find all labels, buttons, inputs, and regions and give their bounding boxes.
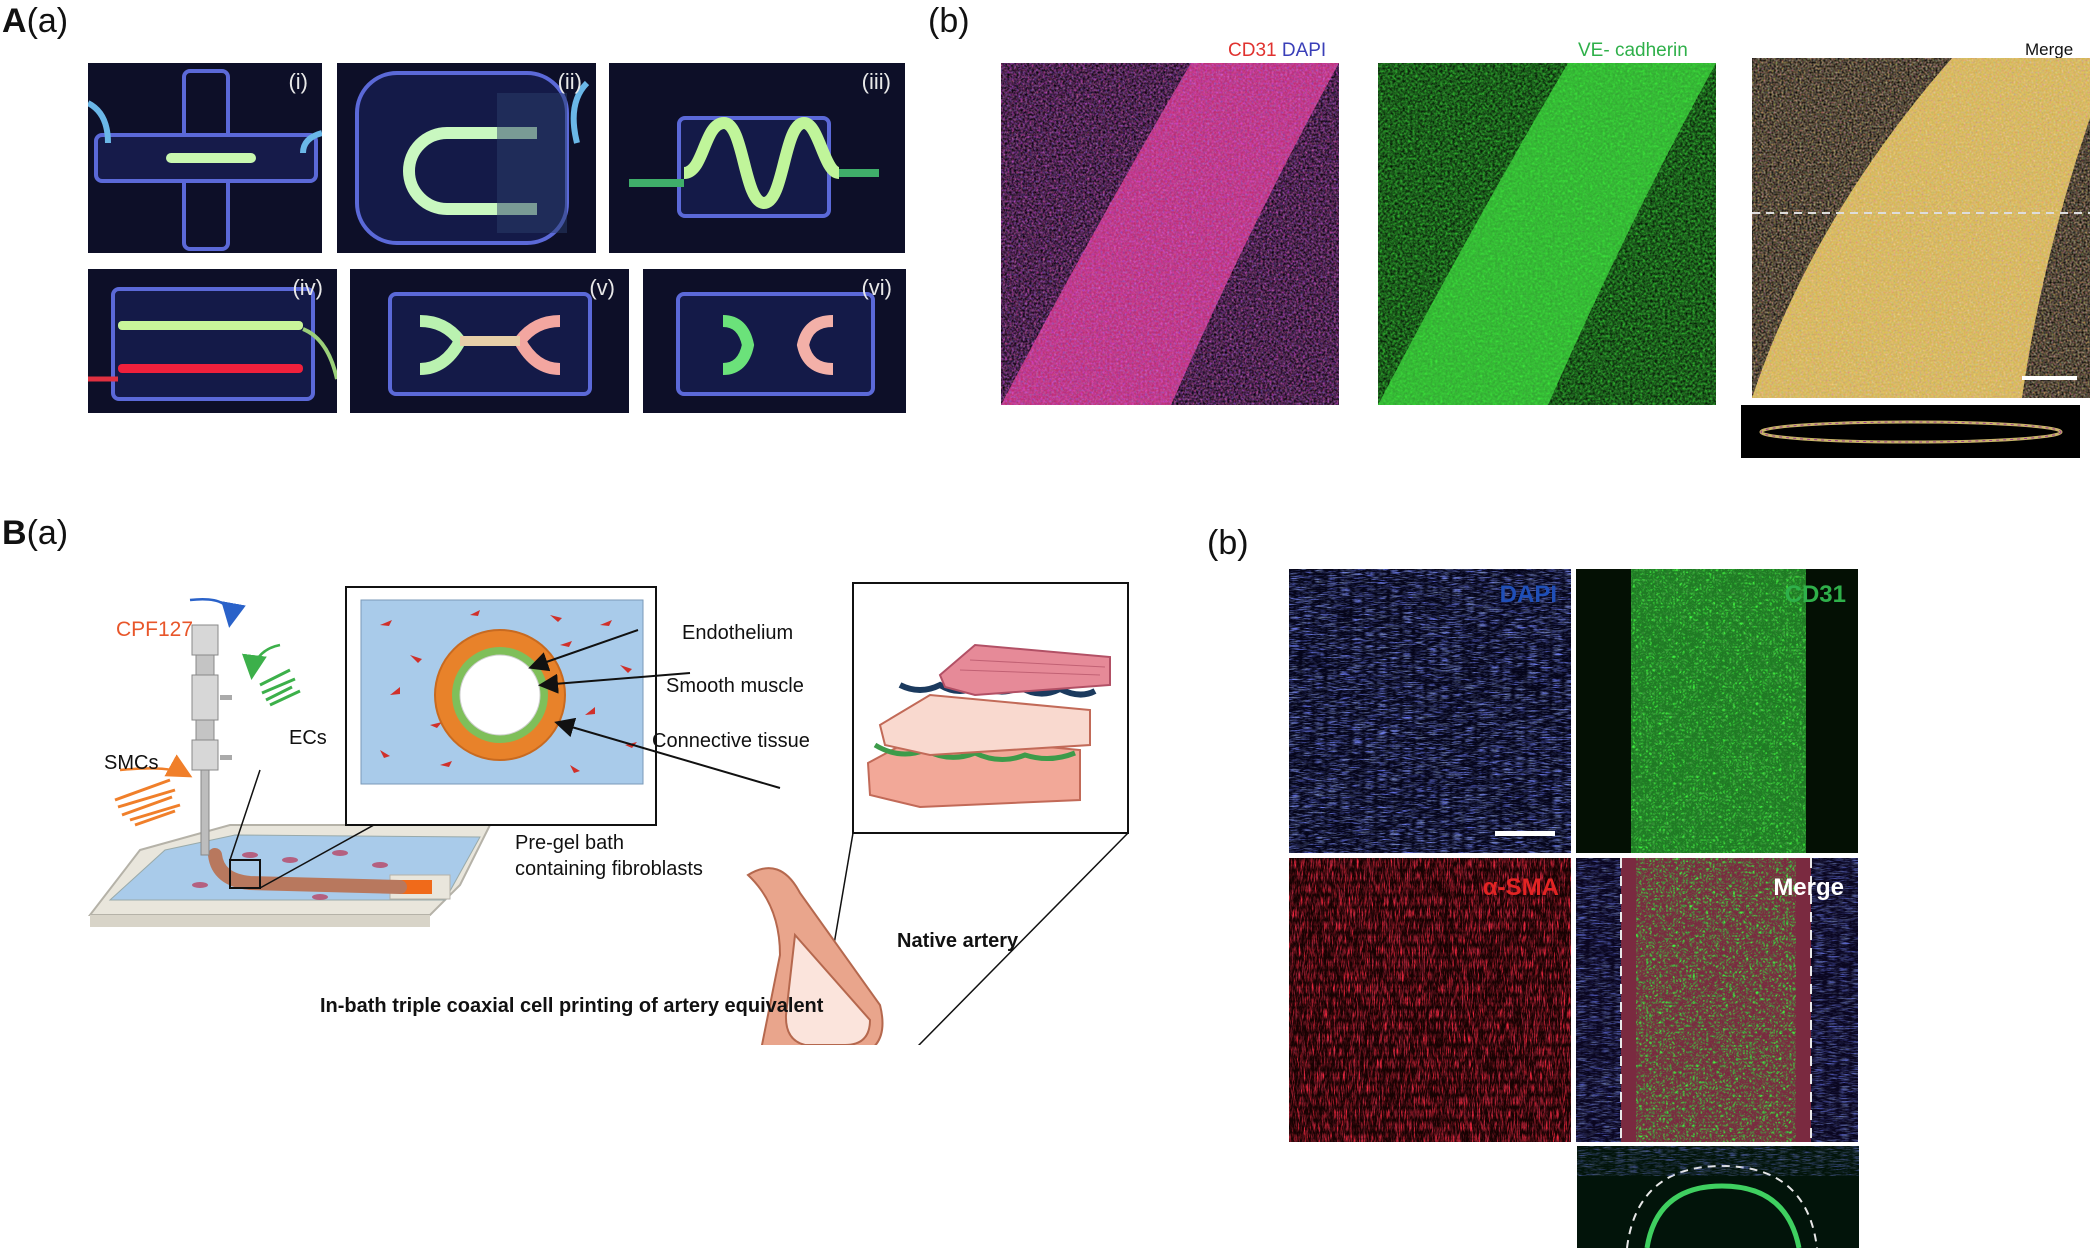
smc-cells-icon [114, 778, 181, 827]
device-photo-ii: (ii) [337, 63, 596, 253]
micrograph-merge-b: Merge [1576, 858, 1858, 1142]
panel-a-b-sublabel: (b) [928, 2, 970, 40]
channel-label-ve-cadherin: VE- cadherin [1578, 40, 1688, 61]
micrograph-merge [1752, 58, 2090, 398]
subpanel-label: (iii) [861, 69, 891, 94]
subpanel-label: (ii) [557, 69, 582, 94]
panel-b-label: B(a) [2, 514, 69, 552]
micrograph-cd31-dapi [1001, 63, 1339, 405]
channel-label-cd31-dapi: CD31 DAPI [1228, 40, 1327, 61]
subpanel-label: (v) [589, 275, 615, 300]
micrograph-dapi: DAPI [1289, 569, 1571, 853]
coaxial-nozzle [191, 624, 232, 856]
label-smooth-muscle: Smooth muscle [666, 675, 804, 697]
printing-schematic [87, 582, 1129, 1045]
micrograph-alpha-sma: α-SMA [1289, 858, 1571, 1142]
subpanel-label: (iv) [292, 275, 323, 300]
panel-a-label: A(a) [2, 2, 69, 40]
scale-bar [2022, 376, 2077, 380]
label-ecs: ECs [289, 727, 327, 749]
native-artery-illustration [746, 867, 884, 1045]
device-photo-v: (v) [350, 269, 629, 413]
subpanel-label: (vi) [861, 275, 892, 300]
device-photo-iii: (iii) [609, 63, 905, 253]
label-connective-tissue: Connective tissue [652, 730, 810, 752]
label-pre-gel-bath: Pre-gel bath containing fibroblasts [515, 832, 703, 880]
device-photo-vi: (vi) [643, 269, 906, 413]
micrograph-merge-cross-section-b [1577, 1146, 1859, 1248]
label-smcs: SMCs [104, 752, 159, 774]
device-photo-iv: (iv) [88, 269, 337, 413]
channel-label-merge: Merge [2025, 40, 2074, 59]
micrograph-merge-cross-section [1741, 405, 2080, 458]
label-endothelium: Endothelium [682, 622, 794, 644]
subpanel-label: (i) [288, 69, 308, 94]
stain-label-dapi: DAPI [1499, 581, 1557, 608]
schematic-caption: In-bath triple coaxial cell printing of … [320, 995, 824, 1017]
panel-a-a-sublabel: (a) [26, 2, 69, 40]
scale-bar [1495, 831, 1555, 836]
label-native-artery: Native artery [897, 930, 1019, 952]
stain-label-merge: Merge [1773, 874, 1844, 901]
micrograph-cd31: CD31 [1576, 569, 1858, 853]
stain-label-alpha-sma: α-SMA [1482, 874, 1559, 901]
label-cpf127: CPF127 [116, 618, 194, 641]
device-photo-i: (i) [88, 63, 322, 253]
micrograph-ve-cadherin [1378, 63, 1716, 405]
ec-cells-icon [259, 668, 301, 707]
panel-b-b-sublabel: (b) [1207, 524, 1249, 562]
artery-layers-illustration [866, 643, 1111, 809]
stain-label-cd31: CD31 [1784, 581, 1846, 608]
panel-b-a-sublabel: (a) [26, 514, 69, 552]
